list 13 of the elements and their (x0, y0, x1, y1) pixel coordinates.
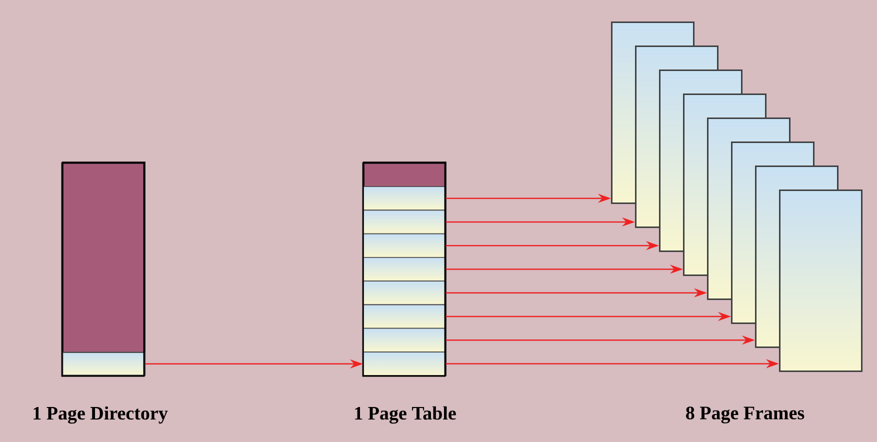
node-heading: 1 Page Table (355, 406, 456, 424)
node-heading: 1 Page Directory (34, 406, 168, 424)
table-entry (363, 233, 446, 258)
table-entry (363, 210, 446, 234)
directory-entry (62, 352, 146, 376)
table-entry (363, 304, 446, 329)
group-label: 8 Page Frames (686, 406, 804, 424)
table-entry (363, 256, 446, 282)
table-entry (363, 280, 446, 306)
table-entry (363, 186, 446, 211)
page-frame (779, 190, 863, 372)
table-entry (363, 328, 446, 352)
table-entry (363, 351, 446, 376)
